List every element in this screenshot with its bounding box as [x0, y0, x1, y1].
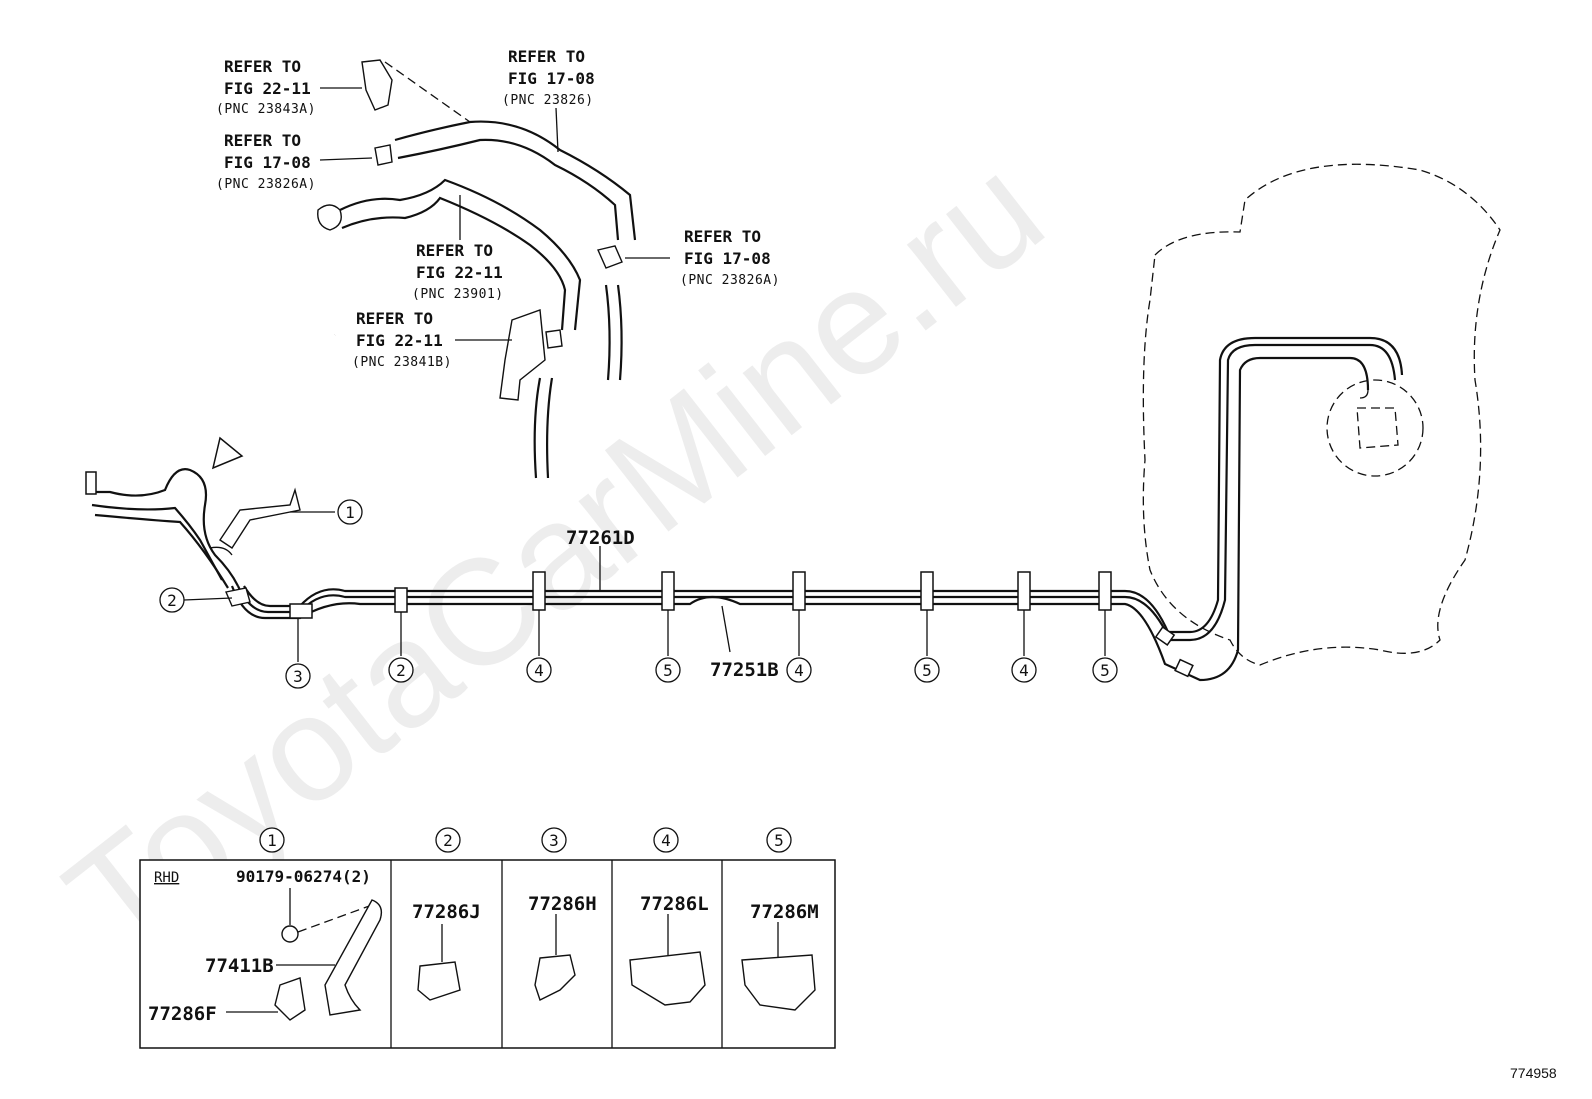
clamp-f-label: 77286F — [148, 1003, 217, 1025]
callout-3: 3 — [285, 663, 311, 689]
ref-23841B: REFER TO FIG 22-11 (PNC 23841B) — [352, 309, 452, 370]
tube-fitting — [1174, 658, 1194, 678]
callout-1: 1 — [337, 499, 363, 525]
ref-23826A-left: REFER TO FIG 17-08 (PNC 23826A) — [216, 131, 316, 192]
table-header-4: 4 — [653, 827, 679, 853]
fuel-pump-body — [1356, 407, 1399, 449]
reference-leaders — [319, 87, 670, 341]
bolt-label: 90179-06274(2) — [236, 867, 371, 886]
callout-5: 5 — [655, 657, 681, 683]
clamp-l-label: 77286L — [640, 893, 709, 915]
svg-text:3: 3 — [293, 667, 303, 686]
clamp-h-label: 77286H — [528, 893, 597, 915]
svg-text:FIG 22-11: FIG 22-11 — [416, 263, 503, 282]
clamp-m-label: 77286M — [750, 901, 819, 923]
watermark: ToyotaCarMine.ru — [36, 124, 1072, 985]
svg-text:FIG 17-08: FIG 17-08 — [684, 249, 771, 268]
bolt-sketch — [281, 925, 299, 943]
part-label-77251B: 77251B — [710, 659, 779, 681]
svg-text:3: 3 — [549, 831, 559, 850]
callout-leaders — [183, 511, 1106, 662]
svg-text:(PNC 23843A): (PNC 23843A) — [216, 102, 316, 117]
tube-end-cap — [85, 471, 97, 495]
bracket-77411B-sketch — [324, 899, 383, 1016]
figure-number: 774958 — [1510, 1065, 1557, 1081]
svg-text:FIG 17-08: FIG 17-08 — [224, 153, 311, 172]
svg-text:REFER TO: REFER TO — [684, 227, 761, 246]
tube-fitting — [1154, 626, 1176, 646]
svg-text:5: 5 — [922, 661, 932, 680]
svg-text:FIG 22-11: FIG 22-11 — [356, 331, 443, 350]
callout-2: 2 — [159, 587, 185, 613]
front-tube-assembly — [85, 468, 301, 589]
table-header-3: 3 — [541, 827, 567, 853]
table-header-5: 5 — [766, 827, 792, 853]
fuel-tank-outline — [1142, 163, 1501, 666]
svg-text:REFER TO: REFER TO — [224, 131, 301, 150]
svg-text:5: 5 — [774, 831, 784, 850]
clamp-77286H-sketch — [534, 954, 576, 1001]
svg-text:4: 4 — [1019, 661, 1029, 680]
svg-text:REFER TO: REFER TO — [356, 309, 433, 328]
svg-text:4: 4 — [794, 661, 804, 680]
callout-4: 4 — [526, 657, 552, 683]
part-label-77261D: 77261D — [566, 527, 635, 549]
clamp-2-sketch — [225, 587, 251, 607]
table-header-2: 2 — [435, 827, 461, 853]
table-sketches — [226, 888, 816, 1021]
clamp-77286F-sketch — [274, 977, 306, 1021]
svg-text:2: 2 — [167, 591, 177, 610]
clamp-j-label: 77286J — [412, 901, 481, 923]
location-arrow — [211, 332, 338, 470]
clamp-77286M-sketch — [741, 954, 816, 1011]
tube-clamps — [394, 571, 1112, 613]
dashed-leader — [384, 61, 471, 123]
ref-23901: REFER TO FIG 22-11 (PNC 23901) — [412, 241, 504, 302]
table-header-1: 1 — [259, 827, 285, 853]
svg-text:2: 2 — [443, 831, 453, 850]
clamp-77286L-sketch — [629, 951, 706, 1006]
bracket-23841B-sketch — [499, 309, 546, 401]
svg-text:(PNC 23826A): (PNC 23826A) — [216, 177, 316, 192]
ref-23826: REFER TO FIG 17-08 (PNC 23826) — [502, 47, 595, 108]
svg-text:(PNC 23841B): (PNC 23841B) — [352, 355, 452, 370]
svg-text:1: 1 — [345, 503, 355, 522]
callout-4c: 4 — [1011, 657, 1037, 683]
fuel-pump-outline — [1326, 379, 1424, 477]
svg-text:4: 4 — [661, 831, 671, 850]
filler-hoses — [317, 59, 637, 479]
callout-5b: 5 — [914, 657, 940, 683]
svg-text:(PNC 23901): (PNC 23901) — [412, 287, 504, 302]
svg-text:(PNC 23826A): (PNC 23826A) — [680, 273, 780, 288]
svg-text:FIG 22-11: FIG 22-11 — [224, 79, 311, 98]
callout-4b: 4 — [786, 657, 812, 683]
svg-text:2: 2 — [396, 661, 406, 680]
ref-23826A-right: REFER TO FIG 17-08 (PNC 23826A) — [680, 227, 780, 288]
svg-text:FIG 17-08: FIG 17-08 — [508, 69, 595, 88]
svg-text:5: 5 — [663, 661, 673, 680]
svg-text:1: 1 — [267, 831, 277, 850]
parts-table — [139, 859, 836, 1049]
clamp-77286J-sketch — [417, 961, 461, 1001]
tube-end — [1359, 389, 1369, 399]
svg-text:5: 5 — [1100, 661, 1110, 680]
clamp-3-sketch — [289, 603, 313, 619]
bracket-label: 77411B — [205, 955, 274, 977]
callout-5c: 5 — [1092, 657, 1118, 683]
callout-2b: 2 — [388, 657, 414, 683]
svg-text:REFER TO: REFER TO — [224, 57, 301, 76]
svg-text:REFER TO: REFER TO — [508, 47, 585, 66]
svg-text:REFER TO: REFER TO — [416, 241, 493, 260]
clip-23843A-sketch — [361, 59, 393, 111]
bracket-1-sketch — [219, 487, 301, 549]
rhd-label: RHD — [154, 870, 179, 886]
svg-text:4: 4 — [534, 661, 544, 680]
svg-text:(PNC 23826): (PNC 23826) — [502, 93, 594, 108]
ref-23843A: REFER TO FIG 22-11 (PNC 23843A) — [216, 57, 316, 117]
